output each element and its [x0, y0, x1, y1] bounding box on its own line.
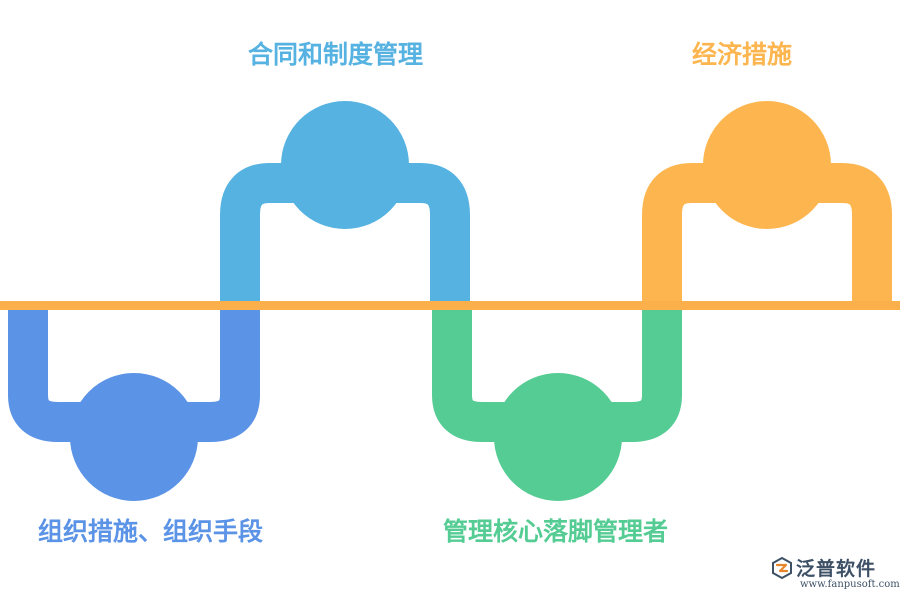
brand-url: www.fanpusoft.com: [800, 579, 900, 590]
step-1-node: [70, 373, 198, 501]
step-2-label: 合同和制度管理: [248, 40, 424, 69]
brand-logo: 泛普软件 www.fanpusoft.com: [770, 554, 900, 594]
step-4-node: [703, 101, 831, 229]
step-3-shape: [432, 305, 682, 501]
axis-line: [0, 301, 900, 310]
step-1-label: 组织措施、组织手段: [38, 517, 264, 546]
step-2-node: [281, 101, 409, 229]
brand-name: 泛普软件: [796, 558, 877, 580]
step-3-node: [494, 373, 622, 501]
step-2-shape: [220, 101, 470, 305]
step-1-shape: [8, 305, 260, 501]
step-4-shape: [642, 101, 892, 305]
fanpu-logo-icon: [772, 556, 792, 580]
step-3-label: 管理核心落脚管理者: [443, 517, 669, 546]
step-4-label: 经济措施: [692, 40, 793, 69]
